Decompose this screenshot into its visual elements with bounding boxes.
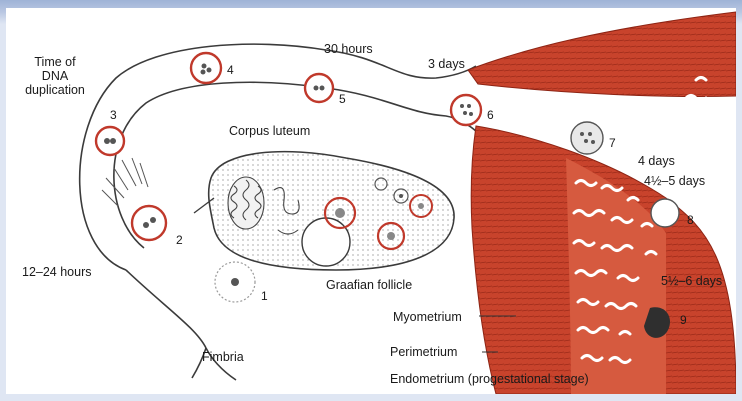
fimbria-fringe	[102, 158, 148, 206]
label-fimbria: Fimbria	[202, 350, 244, 364]
label-4-days: 4 days	[638, 154, 675, 168]
label-endometrium: Endometrium (progestational stage)	[390, 372, 589, 386]
label-time-of-dna-duplication: Time of DNA duplication	[20, 55, 90, 97]
stage-number-2: 2	[176, 234, 183, 247]
label-5-half-6-days: 5½–6 days	[661, 274, 722, 288]
label-30-hours: 30 hours	[324, 42, 373, 56]
graafian-follicle-shape	[302, 218, 350, 266]
stage-number-3: 3	[110, 109, 117, 122]
stage-number-5: 5	[339, 93, 346, 106]
stage-number-8: 8	[687, 214, 694, 227]
uterus-upper-wall	[468, 12, 736, 97]
diagram-drawing	[6, 8, 736, 394]
stage-number-1: 1	[261, 290, 268, 303]
label-3-days: 3 days	[428, 57, 465, 71]
label-graafian-follicle: Graafian follicle	[326, 278, 412, 292]
diagram-panel: Time of DNA duplication 30 hours 3 days …	[6, 8, 736, 394]
stage-number-9: 9	[680, 314, 687, 327]
label-12-24-hours: 12–24 hours	[22, 265, 92, 279]
stage-number-6: 6	[487, 109, 494, 122]
label-myometrium: Myometrium	[393, 310, 462, 324]
label-4-half-5-days: 4½–5 days	[644, 174, 705, 188]
corpus-luteum	[228, 177, 264, 229]
ovary	[194, 152, 454, 270]
label-corpus-luteum: Corpus luteum	[229, 124, 310, 138]
label-perimetrium: Perimetrium	[390, 345, 457, 359]
stage-number-4: 4	[227, 64, 234, 77]
stage-number-7: 7	[609, 137, 616, 150]
